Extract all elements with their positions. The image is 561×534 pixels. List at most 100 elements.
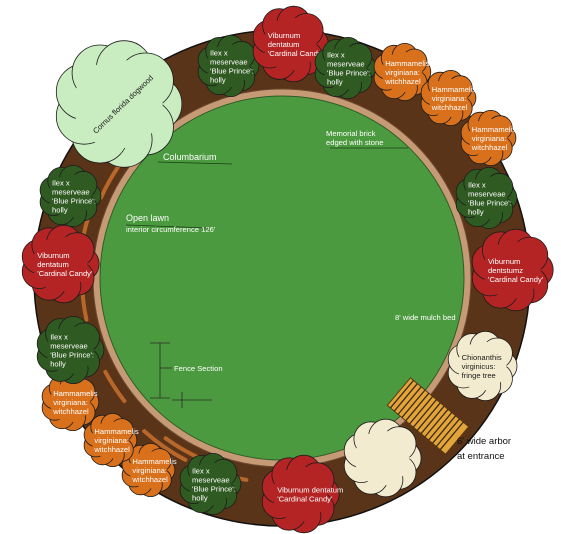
- plant-label-line: meserveae: [192, 476, 230, 485]
- memorial-stone-label: edged with stone: [326, 138, 383, 147]
- plant-label-line: meserveae: [50, 342, 88, 351]
- plant-label-line: 'Blue Prince':: [50, 351, 94, 360]
- witchhazel-shrub-icon: [460, 110, 517, 166]
- arbor-slat: [409, 396, 434, 425]
- plant-label-line: Hammamelis: [432, 85, 477, 94]
- plant-label-line: witchhazel: [131, 475, 168, 484]
- fence-board: [142, 429, 188, 462]
- viburnum-shrub-icon: [261, 454, 340, 534]
- plant-label-line: virginiana:: [432, 94, 467, 103]
- witchhazel-shrub-icon: [373, 43, 432, 102]
- plant-label-line: meserveae: [210, 58, 248, 67]
- plant-label-line: Hammamelis: [132, 457, 177, 466]
- plant-label-line: 'Cardinal Candy': [268, 49, 324, 58]
- plant-label-line: holly: [52, 206, 68, 215]
- leader-lines: [125, 147, 408, 229]
- plant-label-line: 'Cardinal Candy': [37, 269, 93, 278]
- arbor-slat: [428, 412, 453, 441]
- plant-label-line: 'Blue Prince':: [192, 485, 236, 494]
- plant-label-line: holly: [192, 494, 208, 503]
- holly-shrub-icon: [197, 35, 260, 97]
- arbor-slat: [432, 415, 457, 444]
- plant-label-line: Hammamelis: [385, 59, 430, 68]
- fence-section-label: Fence Section: [174, 364, 223, 373]
- canopy-core: [49, 381, 91, 423]
- plant-label-line: Ilex x: [327, 51, 345, 60]
- plant-label-line: virginiana:: [132, 466, 167, 475]
- arbor-slat: [439, 421, 464, 451]
- canopy-core: [46, 326, 94, 374]
- plant-label-line: virginiana:: [94, 436, 129, 445]
- arbor-slat: [389, 379, 415, 409]
- plant-19: [55, 40, 183, 168]
- plant-label-line: Viburnum dentatum: [277, 486, 343, 495]
- plant-label-line: virginicus:: [462, 362, 496, 371]
- witchhazel-shrub-icon: [83, 412, 138, 467]
- plant-label-line: Hammamelis: [472, 125, 517, 134]
- plant-label-line: holly: [327, 78, 343, 87]
- columbarium-leader: [157, 161, 233, 165]
- plant-label-line: witchhazel: [52, 407, 89, 416]
- canopy-core: [91, 421, 129, 459]
- arbor-slat: [420, 405, 445, 435]
- holly-shrub-icon: [314, 37, 377, 99]
- canopy-core: [457, 341, 507, 391]
- entrance-arbor: [386, 377, 470, 455]
- plant-label-line: Ilex x: [468, 181, 486, 190]
- plant-label-line: holly: [468, 208, 484, 217]
- canopy-core: [206, 44, 250, 88]
- plant-label-line: virginiana:: [385, 68, 420, 77]
- plant-label-line: dentatum: [268, 40, 300, 49]
- arbor-slat: [405, 392, 430, 422]
- canopy-core: [73, 59, 163, 149]
- arbor-slat: [416, 402, 441, 431]
- arbor-slat: [397, 386, 422, 415]
- plant-label-line: meserveae: [468, 190, 506, 199]
- plant-label-line: Hammamelis: [53, 389, 98, 398]
- canopy-core: [263, 17, 317, 71]
- plant-label-line: 'Cardinal Candy': [277, 495, 333, 504]
- plant-label-line: meserveae: [327, 60, 365, 69]
- viburnum-shrub-icon: [21, 224, 100, 304]
- holly-shrub-icon: [455, 166, 518, 230]
- fringe-tree-icon: [447, 330, 518, 402]
- plant-label-line: Chionanthis: [462, 353, 502, 362]
- fence-section-dimensions: [150, 342, 212, 408]
- arbor-slat: [401, 389, 426, 418]
- plant-label-line: Ilex x: [192, 467, 210, 476]
- arbor-slat: [393, 383, 418, 412]
- arbor-slat: [435, 418, 460, 447]
- canopy-core: [272, 466, 328, 522]
- plant-label-line: 'Blue Prince':: [210, 67, 254, 76]
- witchhazel-shrub-icon: [121, 442, 176, 497]
- viburnum-shrub-icon: [471, 228, 554, 312]
- holly-shrub-icon: [179, 452, 242, 516]
- plant-label-line: witchhazel: [384, 77, 421, 86]
- dogwood-tree-icon: [55, 40, 183, 168]
- holly-shrub-icon: [36, 316, 105, 385]
- plant-label-line: dentstumz: [488, 266, 523, 275]
- arbor-label-line2: at entrance: [457, 451, 505, 462]
- plant-label-line: holly: [50, 360, 66, 369]
- arbor-slat: [424, 408, 449, 438]
- plant-label-line: Hammamelis: [94, 427, 139, 436]
- witchhazel-shrub-icon: [420, 70, 477, 127]
- canopy-core: [188, 462, 232, 506]
- arbor-slat: [412, 399, 438, 428]
- plant-label-line: witchhazel: [431, 103, 468, 112]
- canopy-core: [323, 46, 367, 90]
- fence-board: [103, 369, 127, 404]
- plant-label-line: Ilex x: [52, 179, 70, 188]
- canopy-core: [464, 176, 508, 220]
- plant-label-line: meserveae: [52, 188, 90, 197]
- mulch-bed-label: 8' wide mulch bed: [395, 313, 456, 322]
